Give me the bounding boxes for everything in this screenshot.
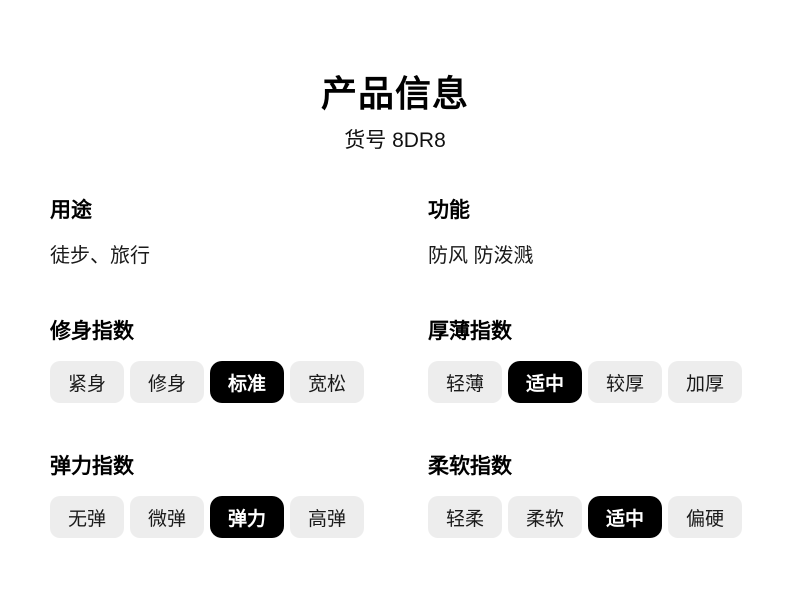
attribute-usage: 用途 徒步、旅行 bbox=[50, 199, 428, 268]
attribute-function: 功能 防风 防泼溅 bbox=[428, 199, 742, 268]
attributes-grid: 用途 徒步、旅行 功能 防风 防泼溅 修身指数 紧身修身标准宽松 厚薄指数 轻薄… bbox=[0, 199, 790, 538]
option-pill[interactable]: 无弹 bbox=[50, 496, 124, 538]
attribute-function-label: 功能 bbox=[428, 199, 470, 222]
index-softness: 柔软指数 轻柔柔软适中偏硬 bbox=[428, 455, 742, 538]
index-elasticity-options: 无弹微弹弹力高弹 bbox=[50, 496, 428, 538]
item-number: 货号 8DR8 bbox=[344, 129, 446, 152]
option-pill[interactable]: 较厚 bbox=[588, 361, 662, 403]
index-thickness-options: 轻薄适中较厚加厚 bbox=[428, 361, 742, 403]
attribute-usage-label: 用途 bbox=[50, 199, 92, 222]
index-fit-label: 修身指数 bbox=[50, 320, 134, 343]
option-pill[interactable]: 宽松 bbox=[290, 361, 364, 403]
option-pill-selected[interactable]: 弹力 bbox=[210, 496, 284, 538]
index-thickness-label: 厚薄指数 bbox=[428, 320, 512, 343]
page-title: 产品信息 bbox=[320, 73, 469, 114]
index-fit-options: 紧身修身标准宽松 bbox=[50, 361, 428, 403]
option-pill-selected[interactable]: 适中 bbox=[508, 361, 582, 403]
index-thickness: 厚薄指数 轻薄适中较厚加厚 bbox=[428, 320, 742, 403]
option-pill[interactable]: 轻柔 bbox=[428, 496, 502, 538]
index-fit: 修身指数 紧身修身标准宽松 bbox=[50, 320, 428, 403]
option-pill[interactable]: 微弹 bbox=[130, 496, 204, 538]
index-softness-label: 柔软指数 bbox=[428, 455, 512, 478]
option-pill-selected[interactable]: 标准 bbox=[210, 361, 284, 403]
attribute-usage-value: 徒步、旅行 bbox=[50, 245, 150, 267]
index-softness-options: 轻柔柔软适中偏硬 bbox=[428, 496, 742, 538]
index-elasticity: 弹力指数 无弹微弹弹力高弹 bbox=[50, 455, 428, 538]
index-elasticity-label: 弹力指数 bbox=[50, 455, 134, 478]
option-pill[interactable]: 柔软 bbox=[508, 496, 582, 538]
option-pill[interactable]: 加厚 bbox=[668, 361, 742, 403]
option-pill-selected[interactable]: 适中 bbox=[588, 496, 662, 538]
attribute-function-value: 防风 防泼溅 bbox=[428, 245, 534, 267]
option-pill[interactable]: 紧身 bbox=[50, 361, 124, 403]
option-pill[interactable]: 轻薄 bbox=[428, 361, 502, 403]
option-pill[interactable]: 高弹 bbox=[290, 496, 364, 538]
option-pill[interactable]: 偏硬 bbox=[668, 496, 742, 538]
option-pill[interactable]: 修身 bbox=[130, 361, 204, 403]
